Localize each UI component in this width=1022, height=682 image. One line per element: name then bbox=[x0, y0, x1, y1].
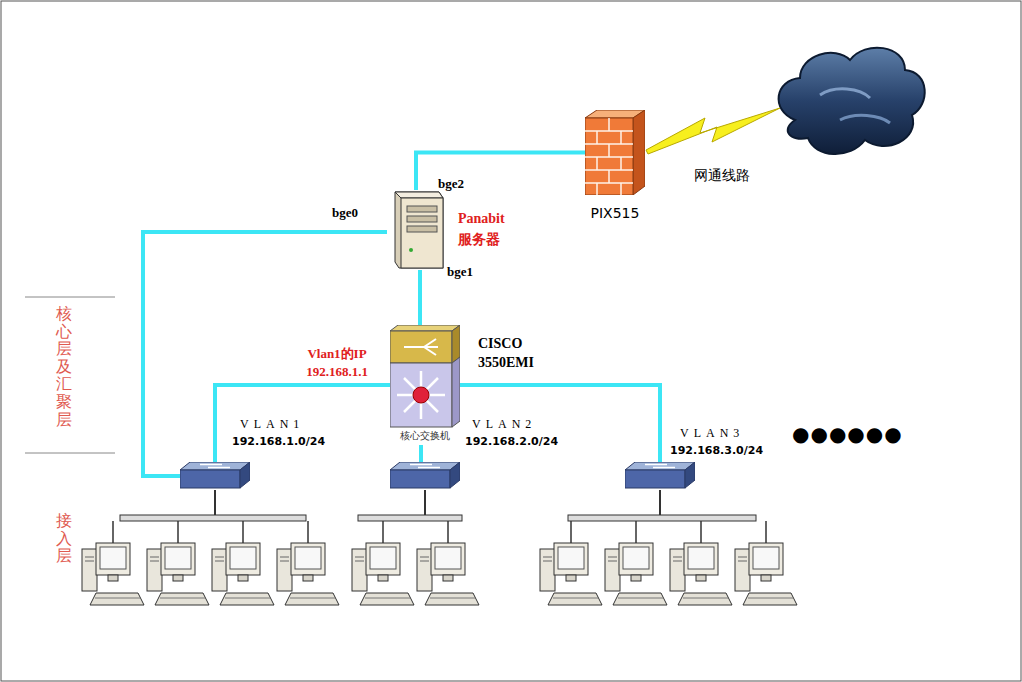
computer-icon bbox=[735, 543, 797, 605]
node-text: 核心交换机 bbox=[380, 429, 470, 443]
core-switch: CISCO 3550EMI核心交换机 bbox=[390, 325, 460, 445]
node-text: Panabit 服务器 bbox=[458, 208, 520, 250]
access-switch: VLAN2192.168.2.0/24 bbox=[390, 462, 460, 490]
node-text: 192.168.2.0/24 bbox=[465, 435, 558, 448]
drop-line bbox=[242, 521, 244, 543]
node-text: PIX515 bbox=[575, 205, 655, 221]
layer-label: 接入层 bbox=[56, 512, 72, 565]
server-symbol bbox=[387, 190, 445, 270]
text-label: ●●●●●● bbox=[792, 422, 903, 446]
firewall-symbol bbox=[585, 110, 645, 195]
cable-line bbox=[215, 385, 390, 462]
computer-icon bbox=[540, 543, 602, 605]
server-icon: Panabit 服务器 bbox=[387, 190, 445, 270]
drop-line bbox=[635, 521, 637, 543]
node-text: 192.168.3.0/24 bbox=[670, 444, 763, 457]
cable-line bbox=[460, 385, 660, 462]
computer-icon bbox=[147, 543, 209, 605]
access-switch: VLAN3192.168.3.0/24 bbox=[625, 462, 695, 490]
drop-line bbox=[570, 521, 572, 543]
buses bbox=[120, 490, 756, 521]
drop-line bbox=[700, 521, 702, 543]
layer-label: 核心层及汇聚层 bbox=[56, 305, 72, 428]
access-switch: VLAN1192.168.1.0/24 bbox=[180, 462, 250, 490]
cable-line bbox=[418, 270, 422, 325]
access-symbol bbox=[180, 462, 250, 490]
firewall-icon: PIX515 bbox=[585, 110, 645, 195]
core-symbol bbox=[390, 325, 460, 430]
cloud bbox=[779, 48, 925, 154]
computer-icon bbox=[277, 543, 339, 605]
drop-line bbox=[112, 521, 114, 543]
text-label: 网通线路 bbox=[694, 167, 750, 185]
cable-line bbox=[419, 445, 423, 462]
node-text: CISCO 3550EMI bbox=[478, 335, 554, 373]
node-text: VLAN1 bbox=[240, 417, 304, 432]
access-symbol bbox=[390, 462, 460, 490]
text-label: bge0 bbox=[332, 205, 358, 221]
node-text: VLAN2 bbox=[472, 417, 536, 432]
drop-line bbox=[765, 521, 767, 543]
computer-icon bbox=[670, 543, 732, 605]
text-label: bge1 bbox=[447, 264, 473, 280]
text-label: bge2 bbox=[438, 176, 464, 192]
access-symbol bbox=[625, 462, 695, 490]
drop-line bbox=[382, 521, 384, 543]
edge-label: Vlan1的IP 192.168.1.1 bbox=[292, 345, 382, 381]
lightning bbox=[646, 108, 780, 154]
node-text: VLAN3 bbox=[680, 426, 744, 441]
node-text: 192.168.1.0/24 bbox=[232, 435, 325, 448]
drop-line bbox=[447, 521, 449, 543]
computer-icon bbox=[212, 543, 274, 605]
computer-icon bbox=[605, 543, 667, 605]
cable-line bbox=[143, 232, 387, 476]
computer-icon bbox=[82, 543, 144, 605]
separators bbox=[25, 297, 115, 453]
computers bbox=[82, 521, 797, 605]
computer-icon bbox=[352, 543, 414, 605]
computer-icon bbox=[417, 543, 479, 605]
drop-line bbox=[177, 521, 179, 543]
drop-line bbox=[307, 521, 309, 543]
